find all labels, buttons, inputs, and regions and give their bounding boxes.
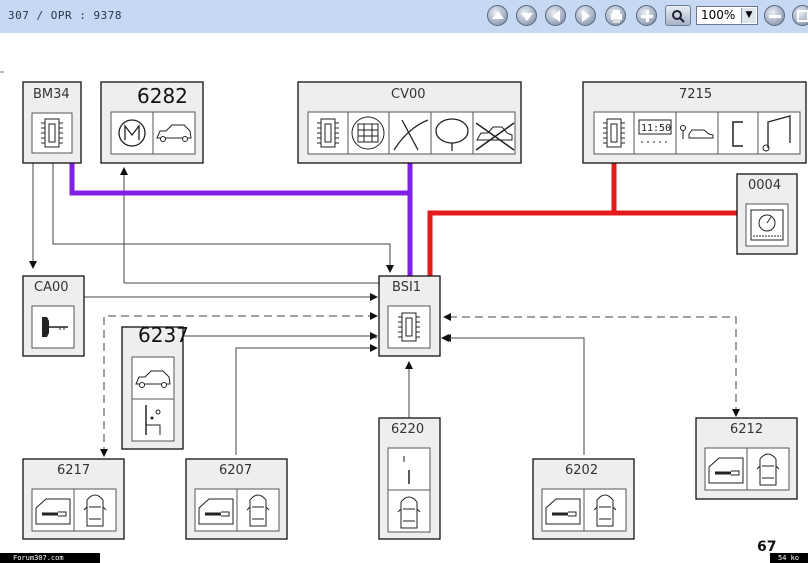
ecu-chip-icon (398, 312, 420, 342)
module-label: 6282 (137, 84, 188, 108)
car-trunk-icon (156, 124, 192, 142)
module-label: 0004 (748, 178, 781, 193)
car-top-view-icon (593, 494, 617, 527)
module-6207[interactable]: 6207 (185, 458, 288, 540)
module-6220[interactable]: 6220 (378, 417, 441, 540)
door-lock-icon (35, 498, 71, 525)
ignition-key-icon (42, 317, 68, 337)
footer-mark: 67 (757, 539, 777, 555)
key-car-icon (680, 125, 714, 139)
door-lock-icon (545, 498, 581, 525)
footer-site: Forum307.com (0, 553, 100, 563)
door-lock-icon (198, 498, 234, 525)
signal-wires (29, 163, 585, 455)
svg-text:11:50: 11:50 (641, 123, 671, 134)
zoom-icon[interactable] (665, 5, 691, 26)
module-bm34[interactable]: BM34 (22, 81, 82, 164)
down-icon[interactable] (516, 5, 537, 26)
steering-wheel-icon (435, 118, 469, 151)
zoom-select[interactable]: 100% ▼ (696, 6, 758, 25)
module-label: 6220 (391, 422, 424, 437)
car-top-view-icon (756, 453, 780, 486)
module-label: BSI1 (392, 280, 421, 295)
switch-icon (403, 456, 410, 484)
car-crossed-icon (475, 122, 515, 151)
wiper-icon (393, 119, 429, 151)
module-label: 6202 (565, 463, 598, 478)
toolbar: 307 / OPR : 9378 100% ▼ (0, 0, 808, 33)
zoom-out-icon[interactable] (764, 5, 785, 26)
module-label: CV00 (391, 87, 426, 102)
gauge-icon (750, 209, 784, 241)
zoom-value: 100% (701, 8, 736, 22)
clock-display-icon: 11:50 (638, 119, 672, 143)
module-bsi1[interactable]: BSI1 (378, 275, 441, 357)
can-bus-red (427, 163, 737, 276)
car-trunk-icon (135, 370, 171, 388)
door-lock-icon (708, 457, 744, 484)
document-title: 307 / OPR : 9378 (8, 9, 122, 22)
module-6212[interactable]: 6212 (695, 417, 798, 500)
ecu-chip-icon (317, 118, 339, 148)
ecu-chip-icon (41, 118, 63, 148)
wiring-diagram: BM34 6282 CV00 (0, 71, 807, 540)
back-icon[interactable] (545, 5, 566, 26)
module-label: BM34 (33, 87, 70, 102)
module-6282[interactable]: 6282 (100, 81, 204, 164)
switch-panel-icon (351, 116, 385, 150)
up-icon[interactable] (487, 5, 508, 26)
module-0004[interactable]: 0004 (736, 173, 798, 255)
car-top-view-icon (397, 496, 421, 529)
module-6202[interactable]: 6202 (532, 458, 635, 540)
module-label: CA00 (34, 280, 69, 295)
can-bus-purple (69, 163, 413, 276)
module-label: 6237 (138, 323, 189, 347)
add-icon[interactable] (636, 5, 657, 26)
footer-size: 54 ko (770, 553, 808, 563)
car-top-view-icon (83, 494, 107, 527)
motor-icon (118, 119, 146, 147)
car-top-view-icon (246, 494, 270, 527)
module-label: 6207 (219, 463, 252, 478)
music-note-icon (762, 115, 791, 152)
module-label: 7215 (679, 87, 712, 102)
module-6217[interactable]: 6217 (22, 458, 125, 540)
dashed-wires (103, 312, 737, 455)
module-cv00[interactable]: CV00 (297, 81, 522, 164)
chevron-down-icon: ▼ (741, 8, 756, 23)
bracket-icon (732, 121, 743, 147)
print-icon[interactable] (605, 5, 626, 26)
module-ca00[interactable]: CA00 (22, 275, 85, 357)
module-7215[interactable]: 7215 11:50 (582, 81, 807, 164)
module-label: 6217 (57, 463, 90, 478)
ecu-chip-icon (603, 118, 625, 148)
trunk-switch-icon (145, 405, 161, 435)
module-6237[interactable]: 6237 (121, 323, 189, 450)
forward-icon[interactable] (575, 5, 596, 26)
module-label: 6212 (730, 422, 763, 437)
fit-icon[interactable] (792, 5, 808, 26)
